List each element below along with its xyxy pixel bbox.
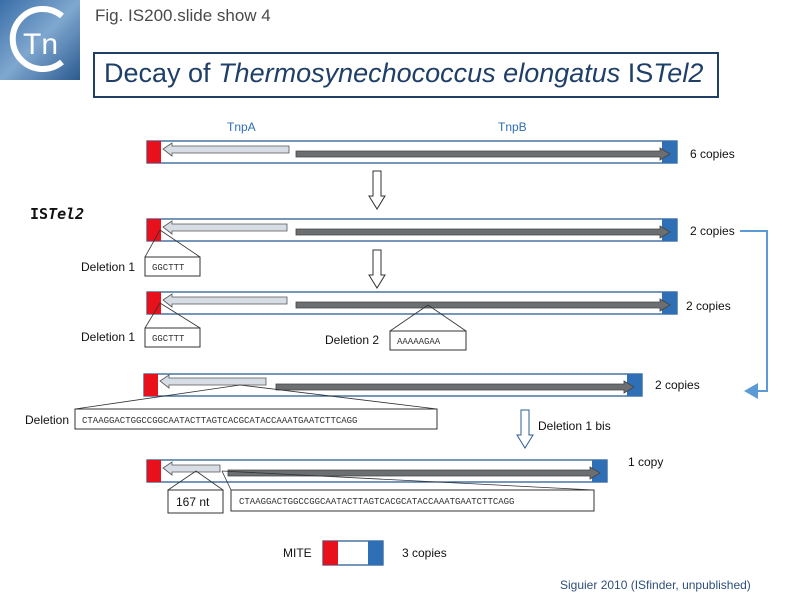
- figure-label: Fig. IS200.slide show 4: [95, 6, 271, 25]
- deletion-1b-line: [159, 302, 201, 329]
- deletion-3-box: [74, 408, 438, 430]
- deletion-2-line: [427, 304, 467, 332]
- copies-row-1: 6 copies: [690, 147, 735, 161]
- down-arrow-2: [368, 249, 386, 289]
- mite-red-end: [323, 541, 338, 565]
- deletion-4-line: [221, 470, 232, 491]
- title-element: Tel2: [653, 58, 704, 88]
- left-end-red: [144, 374, 158, 396]
- element-row-1: [146, 140, 678, 164]
- deletion-2-label: Deletion 2: [325, 333, 379, 347]
- mite-copies: 3 copies: [402, 546, 447, 560]
- copies-row-2: 2 copies: [690, 224, 735, 238]
- element-row-4: [143, 373, 643, 397]
- down-arrow-3: [516, 409, 534, 449]
- deletion-3-label: Deletion: [25, 413, 69, 427]
- tnpb-label: TnpB: [498, 120, 527, 134]
- element-name-prefix: IS: [30, 205, 48, 223]
- right-end-blue: [592, 460, 607, 482]
- deletion-1a-box: [144, 256, 201, 277]
- deletion-4-box: [230, 489, 595, 512]
- deletion-2-box: [389, 330, 467, 351]
- tnpb-arrow: [275, 380, 635, 394]
- left-end-red: [147, 292, 161, 314]
- left-end-red: [147, 219, 161, 241]
- right-end-blue: [627, 374, 642, 396]
- deletion-1a-line: [159, 229, 201, 258]
- tnpb-arrow: [295, 298, 671, 312]
- deletion-1b-label: Deletion 1: [81, 330, 135, 344]
- tnpa-arrow: [162, 293, 288, 308]
- connector-arrow: [740, 230, 768, 399]
- page-title: Decay of Thermosynechococcus elongatus I…: [104, 58, 703, 89]
- deletion-1a-seq: GGCTTT: [152, 263, 185, 273]
- tnpb-arrow: [295, 147, 671, 161]
- nt-callout-line: [195, 470, 224, 491]
- deletion-3-seq: CTAAGGACTGGCCGGCAATACTTAGTCACGCATACCAAAT…: [82, 416, 357, 426]
- title-box: [93, 52, 719, 98]
- right-end-blue: [662, 141, 677, 163]
- deletion-3-line: [74, 384, 241, 410]
- deletion-2-line: [389, 304, 429, 332]
- title-part1: Decay of: [104, 58, 219, 88]
- logo-text: Tn: [23, 28, 58, 61]
- deletion-1b-line: [144, 302, 161, 329]
- title-part2: IS: [620, 58, 654, 88]
- deletion-1b-seq: GGCTTT: [152, 334, 185, 344]
- deletion-1b-box: [144, 327, 201, 348]
- deletion-2-seq: AAAAAGAA: [397, 337, 441, 347]
- element-row-3: [146, 291, 678, 315]
- tnpa-arrow: [162, 461, 221, 476]
- tnpa-arrow: [162, 220, 288, 235]
- mite-blue-end: [368, 541, 383, 565]
- element-name: ISTel2: [30, 205, 84, 223]
- copies-row-4: 2 copies: [655, 378, 700, 392]
- mite-element: [322, 540, 384, 566]
- down-arrow-1: [368, 170, 386, 210]
- left-end-red: [147, 460, 161, 482]
- credit: Siguier 2010 (ISfinder, unpublished): [560, 578, 751, 592]
- tn-logo: Tn: [0, 0, 80, 80]
- right-end-blue: [662, 219, 677, 241]
- title-species: Thermosynechococcus elongatus: [218, 58, 621, 88]
- deletion-bis-label: Deletion 1 bis: [538, 419, 611, 433]
- deletion-1a-line: [144, 229, 161, 258]
- copies-row-5: 1 copy: [628, 455, 663, 469]
- nt-box: [167, 489, 224, 514]
- tnpb-arrow: [295, 225, 671, 239]
- deletion-1a-label: Deletion 1: [81, 260, 135, 274]
- deletion-4-seq: CTAAGGACTGGCCGGCAATACTTAGTCACGCATACCAAAT…: [239, 497, 514, 507]
- copies-row-3: 2 copies: [686, 299, 731, 313]
- element-name-italic: Tel2: [48, 205, 84, 223]
- tnpa-label: TnpA: [227, 120, 256, 134]
- element-row-2: [146, 218, 678, 242]
- deletion-4-line: [221, 470, 595, 491]
- left-end-red: [147, 141, 161, 163]
- mite-label: MITE: [283, 546, 312, 560]
- right-end-blue: [662, 292, 677, 314]
- deletion-3-line: [239, 384, 438, 410]
- tnpa-arrow: [162, 142, 290, 157]
- nt-callout-line: [167, 470, 197, 491]
- nt-label: 167 nt: [176, 495, 210, 509]
